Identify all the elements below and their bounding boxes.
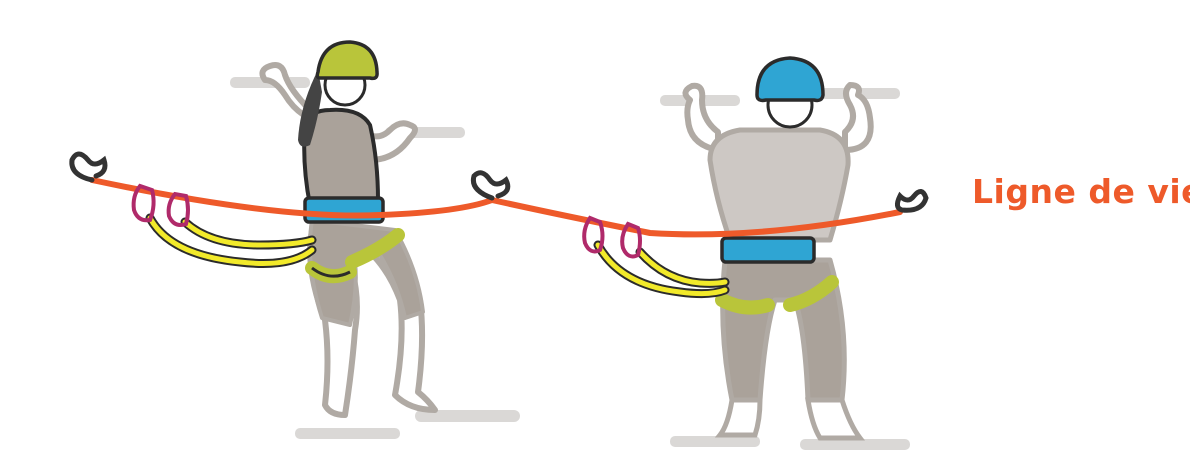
- anchor-ring-icon: [473, 173, 507, 198]
- helmet-woman: [317, 42, 377, 78]
- anchor-ring-icon: [897, 191, 926, 210]
- lanyards-man: [598, 245, 725, 294]
- helmet-man: [757, 58, 823, 100]
- harness-belt-man: [722, 238, 814, 262]
- lifeline-label: Ligne de vie: [972, 172, 1190, 211]
- anchor-ring-icon: [72, 154, 105, 180]
- climber-woman: [262, 42, 435, 415]
- climber-man: [685, 58, 870, 438]
